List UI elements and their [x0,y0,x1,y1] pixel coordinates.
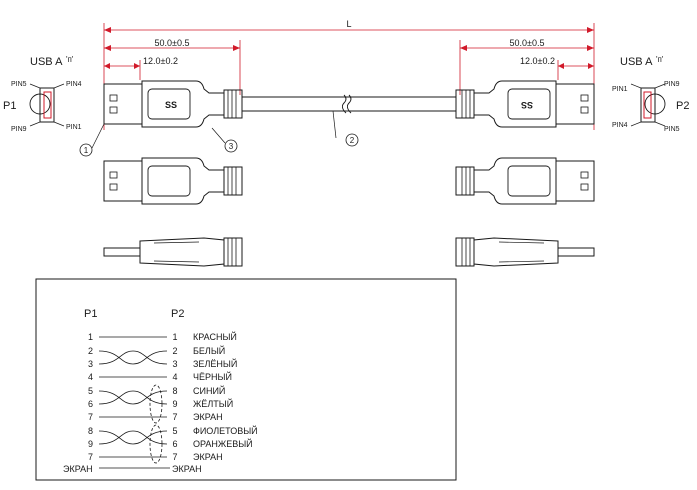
wiring-pin-p1: 7 [88,452,93,462]
usb-ss-logo: SS [521,100,533,110]
wiring-pin-p2: 6 [172,439,177,449]
cable-top-view [103,80,595,128]
right-pin-label: PIN4 [612,122,628,129]
dim-plug-right: 50.0±0.5 [510,38,545,48]
wire-color-label: ОРАНЖЕВЫЙ [193,438,253,449]
wiring-header-p2: P2 [171,308,184,320]
wire-color-label: ЭКРАН [193,452,223,462]
wiring-pin-p2: 9 [172,399,177,409]
dim-overall-length: L [346,19,351,29]
left-pin-label: PIN4 [66,81,82,88]
left-connector-type: USB A [30,56,63,68]
wiring-rows: 1 1 КРАСНЫЙ 2 2 БЕЛЫЙ 3 3 ЗЕЛЁНЫЙ 4 4 ЧЁРНЫЙ 5 8 СИНИЙ… [88,331,258,462]
wiring-pin-p2: 4 [172,372,177,382]
wire-color-label: ЖЁЛТЫЙ [193,398,233,409]
callout-markers [79,110,359,157]
dim-head-right: 12.0±0.2 [520,56,555,66]
wiring-pin-p1: 7 [88,412,93,422]
wire-color-label: СИНИЙ [193,385,225,396]
left-end-view [29,83,65,127]
wiring-pin-p1: 1 [88,332,93,342]
wiring-pin-p2: 2 [172,346,177,356]
right-pin-label: PIN5 [664,126,680,133]
wiring-pin-p1: 6 [88,399,93,409]
left-connector-name: P1 [3,100,16,112]
usb-ss-logo: SS [165,100,177,110]
wire-color-label: БЕЛЫЙ [193,345,225,356]
wiring-pin-p1: 8 [88,426,93,436]
right-connector-name: P2 [676,100,689,112]
dimension-lines [103,23,595,130]
wiring-pin-p1: 2 [88,346,93,356]
wire-color-label: ЭКРАН [193,412,223,422]
callout-label: 2 [350,136,355,145]
wire-color-label: ФИОЛЕТОВЫЙ [193,425,258,436]
right-pin-label: PIN1 [612,86,628,93]
left-connector-gender: 'п' [66,55,74,64]
wiring-pin-p1: 9 [88,439,93,449]
cable-side-view [103,237,595,267]
right-pin-label: PIN9 [664,81,680,88]
wiring-header-p1: P1 [84,308,97,320]
left-pin-label: PIN1 [66,124,82,131]
wiring-pin-p2: 8 [172,386,177,396]
left-pin-label: PIN5 [11,81,27,88]
right-connector-type: USB A [620,56,653,68]
wiring-pin-p1: 3 [88,359,93,369]
wire-lines [98,336,170,469]
wiring-pin-p1: 4 [88,372,93,382]
wiring-table-frame [35,278,457,481]
wire-color-label: ЧЁРНЫЙ [193,371,232,382]
dim-head-left: 12.0±0.2 [143,56,178,66]
wire-color-label: ЗЕЛЁНЫЙ [193,358,237,369]
left-pin-label: PIN9 [11,126,27,133]
wiring-pin-p2: 7 [172,452,177,462]
wiring-pin-p2: 7 [172,412,177,422]
shield-label-right: ЭКРАН [172,464,202,474]
wiring-pin-p1: 5 [88,386,93,396]
callout-label: 1 [84,146,89,155]
right-connector-gender: 'п' [656,55,664,64]
callout-label: 3 [229,142,234,151]
cable-bottom-view [103,157,595,205]
wiring-pin-p2: 1 [172,332,177,342]
wire-color-label: КРАСНЫЙ [193,331,237,342]
dim-plug-left: 50.0±0.5 [155,38,190,48]
right-end-view [630,83,666,127]
shield-label-left: ЭКРАН [63,464,93,474]
wiring-pin-p2: 5 [172,426,177,436]
wiring-pin-p2: 3 [172,359,177,369]
